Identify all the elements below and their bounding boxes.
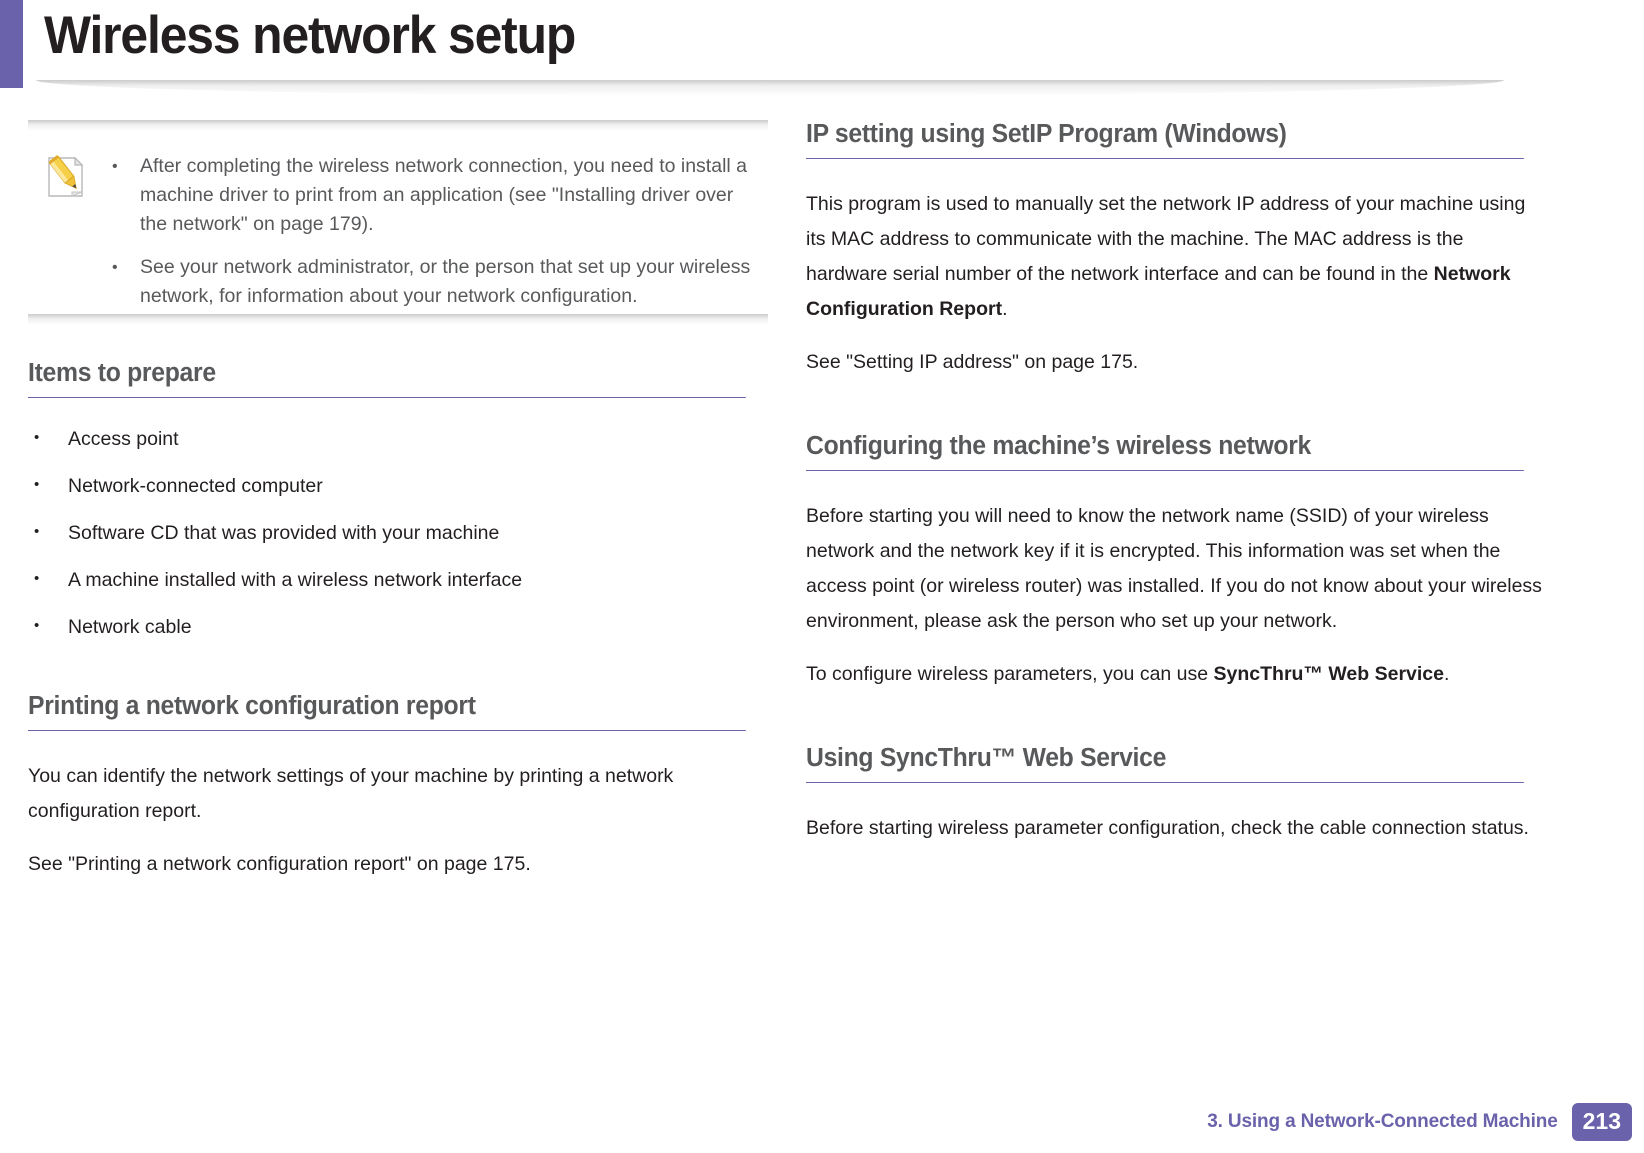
paragraph-text-run: .	[1002, 298, 1008, 320]
note-top-rule	[28, 120, 768, 131]
page-title: Wireless network setup	[44, 6, 576, 65]
page-content: After completing the wireless network co…	[0, 120, 1644, 1020]
note-pencil-icon	[42, 154, 88, 200]
heading-printing-network-configuration-report: Printing a network configuration report	[28, 692, 746, 731]
paragraph-ip-setting-description: This program is used to manually set the…	[806, 187, 1542, 327]
right-column: IP setting using SetIP Program (Windows)…	[806, 120, 1551, 864]
paragraph-syncthru-cable-check: Before starting wireless parameter confi…	[806, 817, 1529, 839]
title-shadow-divider	[36, 80, 1504, 96]
paragraph-printing-report-intro: You can identify the network settings of…	[28, 765, 674, 822]
paragraph-text-run: To configure wireless parameters, you ca…	[806, 663, 1214, 685]
note-list-item: After completing the wireless network co…	[104, 152, 754, 239]
note-callout-box: After completing the wireless network co…	[28, 120, 768, 325]
heading-configuring-machines-wireless-network: Configuring the machine’s wireless netwo…	[806, 432, 1524, 471]
emphasis-syncthru-web-service: SyncThru™ Web Service	[1213, 663, 1444, 685]
page-title-bar: Wireless network setup	[0, 0, 1644, 96]
title-accent-bar	[0, 0, 23, 88]
heading-items-to-prepare: Items to prepare	[28, 359, 746, 398]
note-list: After completing the wireless network co…	[104, 152, 768, 311]
list-item: Network cable	[28, 613, 773, 640]
note-bottom-rule	[28, 314, 768, 325]
note-list-item: See your network administrator, or the p…	[104, 253, 754, 311]
heading-using-syncthru-web-service: Using SyncThru™ Web Service	[806, 744, 1524, 783]
paragraph-configuring-wireless-intro: Before starting you will need to know th…	[806, 505, 1542, 632]
list-item: Software CD that was provided with your …	[28, 519, 773, 546]
list-item: A machine installed with a wireless netw…	[28, 566, 773, 593]
paragraph-setting-ip-address-reference: See "Setting IP address" on page 175.	[806, 351, 1139, 373]
paragraph-printing-report-reference: See "Printing a network configuration re…	[28, 853, 531, 875]
footer-chapter-label: 3. Using a Network-Connected Machine	[1207, 1111, 1558, 1132]
left-column: After completing the wireless network co…	[28, 120, 773, 900]
emphasis-network-configuration-report: Network Configuration Report	[806, 263, 1511, 320]
list-item: Access point	[28, 425, 773, 452]
list-item: Network-connected computer	[28, 472, 773, 499]
page-footer: 3. Using a Network-Connected Machine 213	[0, 1093, 1644, 1153]
paragraph-text-run: This program is used to manually set the…	[806, 193, 1526, 285]
page-number-badge: 213	[1571, 1103, 1632, 1141]
paragraph-text-run: .	[1444, 663, 1450, 685]
heading-ip-setting-setip-program: IP setting using SetIP Program (Windows)	[806, 120, 1524, 159]
paragraph-configure-wireless-parameters: To configure wireless parameters, you ca…	[806, 657, 1542, 692]
items-to-prepare-list: Access point Network-connected computer …	[28, 425, 773, 640]
